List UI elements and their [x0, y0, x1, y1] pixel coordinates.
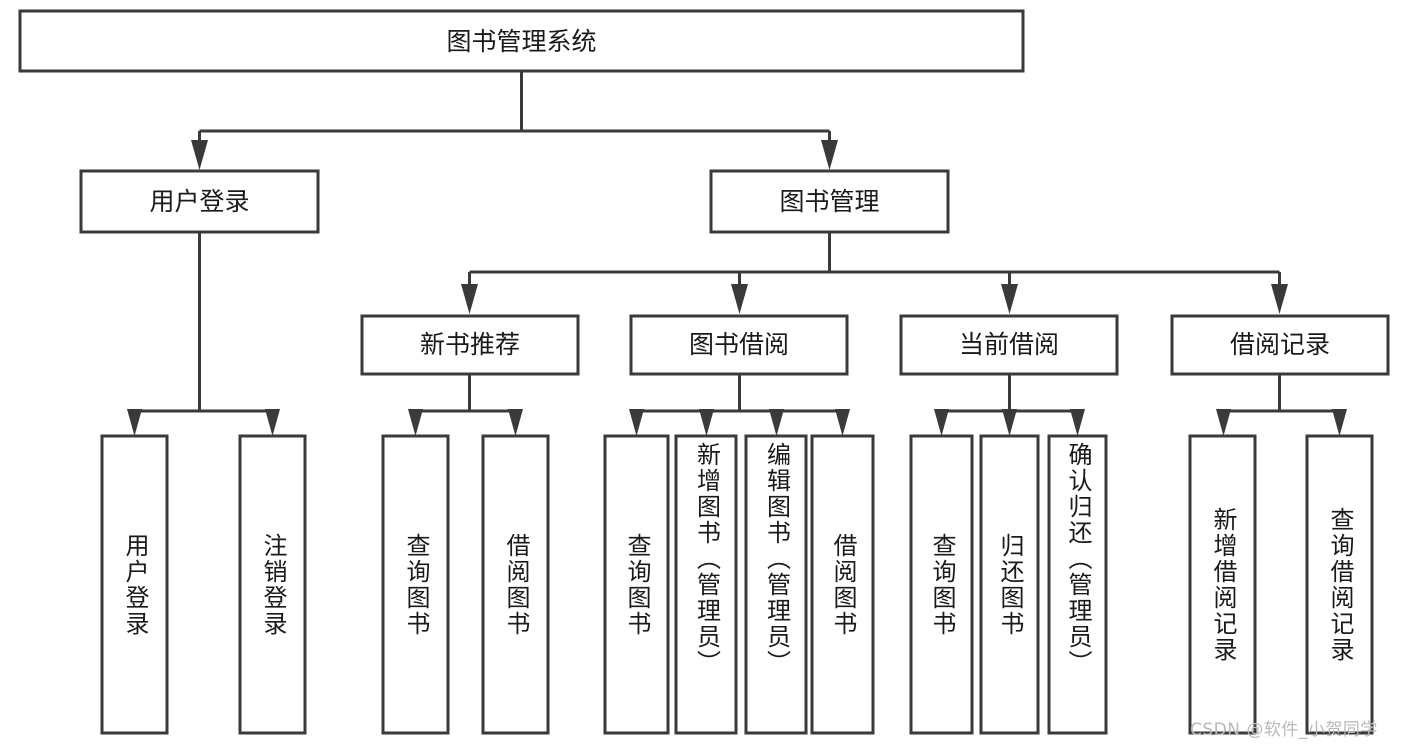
leaf-box-add-record[interactable] — [1188, 434, 1257, 735]
leaf-box-logout[interactable] — [238, 434, 307, 735]
node-new-book-recommend-label: 新书推荐 — [420, 330, 520, 359]
leaf-box-return-book[interactable] — [979, 434, 1040, 735]
node-new-book-recommend-box[interactable] — [360, 314, 580, 376]
leaf-box-edit-book[interactable] — [744, 434, 808, 735]
node-current-borrow-label: 当前借阅 — [959, 330, 1059, 359]
node-book-borrow-label: 图书借阅 — [689, 330, 789, 359]
connector-group-current — [934, 374, 1085, 436]
arrow-bm-c1 — [461, 284, 478, 314]
arrow-root-to-login — [191, 140, 208, 170]
connector-group-borrow — [629, 374, 850, 436]
node-user-login-box[interactable] — [79, 169, 320, 234]
arrow-root-to-bookmgmt — [821, 140, 838, 170]
arrow-rc-l2 — [1332, 409, 1347, 436]
node-book-management-box[interactable] — [709, 169, 950, 234]
arrow-bm-c3 — [1001, 284, 1018, 314]
node-new-book-recommend[interactable]: 新书推荐 — [360, 314, 580, 376]
arrow-login-leaf1 — [127, 409, 142, 436]
leaf-box-add-book[interactable] — [674, 434, 738, 735]
node-book-borrow-box[interactable] — [629, 314, 849, 376]
arrow-bm-c2 — [731, 284, 748, 314]
leaf-box-query-book-2[interactable] — [603, 434, 670, 735]
node-current-borrow-box[interactable] — [899, 314, 1119, 376]
arrow-bw-l4 — [835, 409, 850, 436]
arrow-bw-l1 — [629, 409, 644, 436]
arrow-rc-l1 — [1216, 409, 1231, 436]
node-borrow-record-box[interactable] — [1170, 314, 1390, 376]
node-root-label: 图书管理系统 — [446, 27, 596, 56]
node-user-login-label: 用户登录 — [149, 187, 249, 216]
arrow-bm-c4 — [1271, 284, 1288, 314]
node-root-box[interactable] — [18, 9, 1025, 73]
arrow-cu-l1 — [934, 409, 949, 436]
node-borrow-record-label: 借阅记录 — [1230, 330, 1330, 359]
arrow-bw-l2 — [699, 409, 714, 436]
leaf-box-confirm-return[interactable] — [1047, 434, 1108, 735]
connector-group-root — [191, 71, 838, 170]
node-user-login[interactable]: 用户登录 — [79, 169, 320, 234]
leaf-boxes — [100, 434, 1374, 735]
arrow-nb-l1 — [408, 409, 423, 436]
node-borrow-record[interactable]: 借阅记录 — [1170, 314, 1390, 376]
node-root[interactable]: 图书管理系统 — [18, 9, 1025, 73]
connector-group-login — [127, 232, 280, 436]
arrow-bw-l3 — [769, 409, 784, 436]
leaf-box-query-record[interactable] — [1305, 434, 1374, 735]
connector-group-record — [1216, 374, 1347, 436]
leaf-box-query-book-1[interactable] — [381, 434, 450, 735]
arrow-nb-l2 — [508, 409, 523, 436]
node-current-borrow[interactable]: 当前借阅 — [899, 314, 1119, 376]
leaf-box-borrow-book-2[interactable] — [810, 434, 875, 735]
leaf-box-borrow-book-1[interactable] — [481, 434, 550, 735]
arrow-cu-l3 — [1070, 409, 1085, 436]
arrow-login-leaf2 — [265, 409, 280, 436]
leaf-box-query-book-3[interactable] — [909, 434, 974, 735]
leaf-box-user-login[interactable] — [100, 434, 169, 735]
csdn-watermark: CSDN @软件_小贺同学 — [1190, 720, 1378, 740]
node-book-management-label: 图书管理 — [779, 187, 879, 216]
arrow-cu-l2 — [1002, 409, 1017, 436]
node-book-borrow[interactable]: 图书借阅 — [629, 314, 849, 376]
connector-group-newbook — [408, 374, 523, 436]
node-book-management[interactable]: 图书管理 — [709, 169, 950, 234]
connector-group-bookmgmt — [461, 232, 1288, 314]
